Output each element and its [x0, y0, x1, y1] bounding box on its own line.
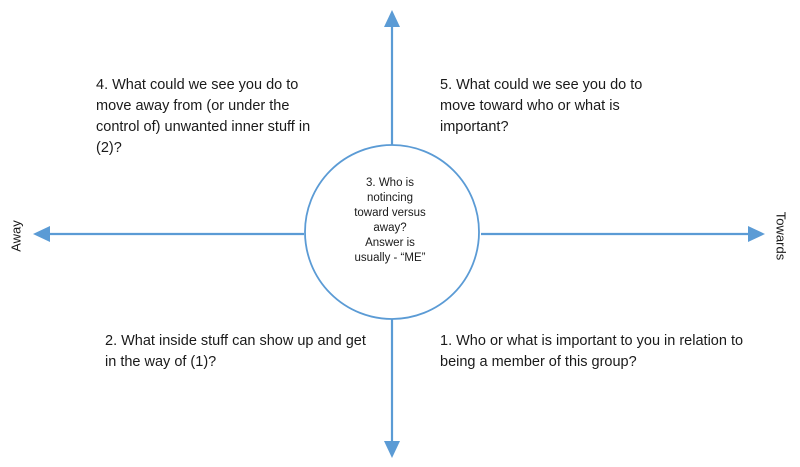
center-line: toward versus: [354, 207, 426, 219]
quadrant-bottom-left-text: 2. What inside stuff can show up and get…: [105, 333, 366, 370]
arrow-down-icon: [384, 441, 400, 458]
center-line: usually - “ME”: [354, 252, 426, 264]
arrow-right-icon: [748, 226, 765, 242]
center-question: 3. Who is notincing toward versus away? …: [325, 176, 455, 266]
arrow-left-icon: [33, 226, 50, 242]
center-circle: [304, 144, 480, 320]
center-line: notincing: [366, 192, 414, 204]
quadrant-top-right-text: 5. What could we see you do to move towa…: [440, 77, 643, 135]
center-line: Answer is: [365, 237, 415, 249]
quadrant-top-left-text: 4. What could we see you do to move away…: [96, 77, 311, 156]
away-label: Away: [8, 220, 24, 252]
quadrant-bottom-right-text: 1. Who or what is important to you in re…: [440, 333, 744, 370]
arrow-up-icon: [384, 10, 400, 27]
center-line: away?: [373, 222, 407, 234]
towards-label: Towards: [773, 211, 789, 261]
center-line: 3. Who is: [366, 177, 414, 189]
